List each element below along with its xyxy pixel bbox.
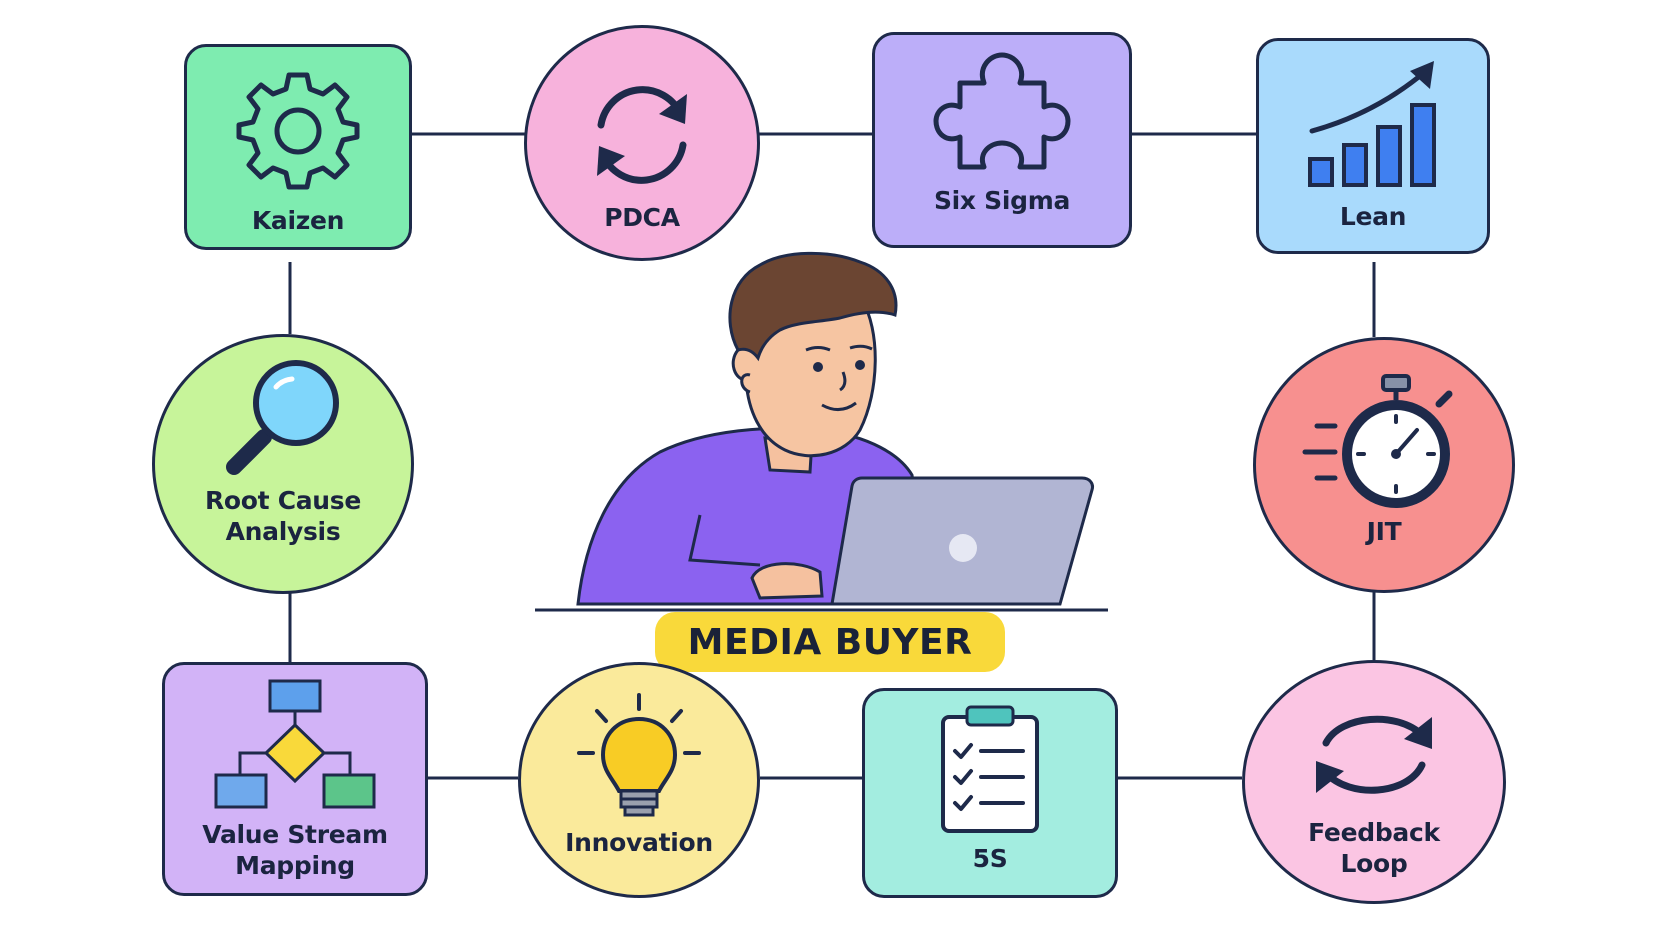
puzzle-piece-icon [933,52,1071,170]
node-kaizen-label: Kaizen [251,206,345,235]
gear-icon [236,72,360,190]
node-lean: Lean [1256,38,1490,254]
node-feedback-loop: Feedback Loop [1242,660,1506,904]
node-pdca-label: PDCA [604,203,680,232]
person-eyebrow-left [805,346,831,352]
node-value-stream-label-line2: Mapping [235,851,355,880]
node-5s-label: 5S [972,844,1008,873]
node-pdca: PDCA [524,25,760,261]
node-root-cause-label-line2: Analysis [225,517,341,546]
node-value-stream-mapping: Value Stream Mapping [162,662,428,896]
node-innovation: Innovation [518,662,760,898]
person-ear [740,373,751,394]
stopwatch-icon [1302,374,1453,508]
feedback-cycle-icon [1316,715,1432,794]
cycle-arrows-icon [597,86,687,184]
person-mouth [821,401,857,411]
node-root-cause-label-line1: Root Cause [204,486,362,515]
magnifier-icon [226,360,339,475]
node-six-sigma: Six Sigma [872,32,1132,248]
node-kaizen: Kaizen [184,44,412,250]
checklist-icon [941,705,1039,833]
person-eye-right [855,360,865,370]
node-innovation-label: Innovation [565,828,713,857]
person-arm-line [688,514,761,567]
growth-chart-icon [1308,61,1436,187]
laptop-logo [949,534,977,562]
node-feedback-label-line1: Feedback [1308,818,1440,847]
person-hand [750,562,824,600]
person-eyebrow-right [849,344,873,351]
node-value-stream-label-line1: Value Stream [202,820,388,849]
node-feedback-label-line2: Loop [1340,849,1408,878]
node-six-sigma-label: Six Sigma [933,186,1071,215]
lightbulb-icon [577,693,701,817]
node-jit-label: JIT [1366,517,1402,546]
center-title: MEDIA BUYER [655,612,1005,672]
person-eye-left [813,362,823,372]
node-jit: JIT [1253,337,1515,593]
node-root-cause-analysis: Root Cause Analysis [152,334,414,594]
node-lean-label: Lean [1339,202,1407,231]
flowchart-icon [214,679,376,809]
person-hair [728,251,898,362]
node-5s: 5S [862,688,1118,898]
person-nose [839,371,847,392]
